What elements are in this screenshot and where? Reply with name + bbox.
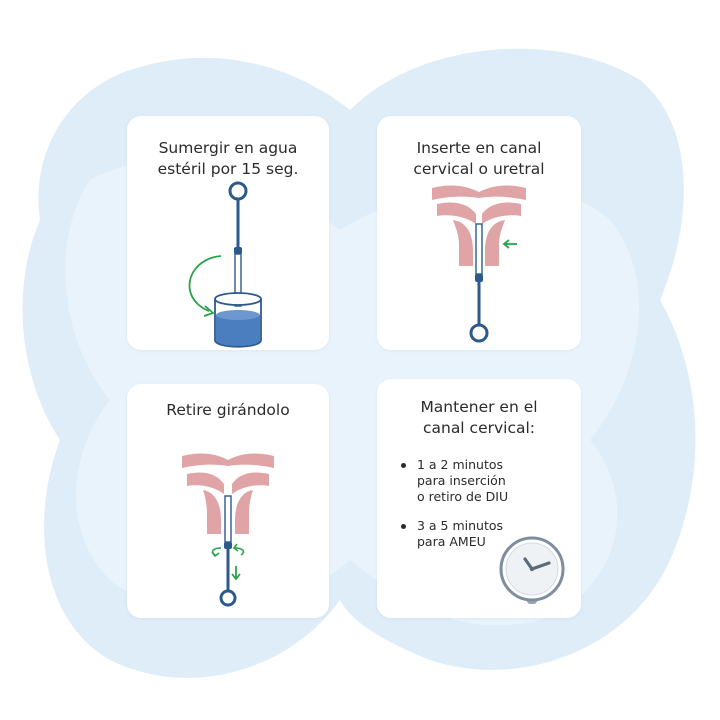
list-item: 1 a 2 minutos para inserción o retiro de… — [399, 457, 559, 505]
instrument-ring — [228, 181, 248, 201]
step-title-line2: estéril por 15 seg. — [157, 160, 299, 178]
beaker-water — [216, 314, 260, 346]
rotate-icon — [211, 543, 245, 558]
arrow-down-head — [231, 573, 241, 581]
step-title-line1: Inserte en canal — [416, 139, 542, 157]
water-surface — [216, 310, 260, 320]
remove-illustration — [182, 453, 274, 607]
beaker-rim — [214, 292, 262, 306]
instrument-sheath — [234, 253, 242, 307]
insert-illustration — [432, 185, 526, 343]
instrument-joint — [234, 247, 242, 254]
instrument-sheath — [224, 495, 232, 543]
instrument-ring — [469, 323, 489, 343]
cervix-tissue-upper — [437, 202, 521, 224]
bullet-line: o retiro de DIU — [417, 489, 509, 504]
instrument-sheath — [475, 223, 483, 275]
bullet-line: 3 a 5 minutos — [417, 518, 504, 533]
cervical-canal-tissue — [203, 490, 253, 534]
duration-list: 1 a 2 minutos para inserción o retiro de… — [399, 457, 559, 563]
step-title: Mantener en el canal cervical: — [397, 397, 561, 439]
step-title: Inserte en canal cervical o uretral — [377, 138, 581, 180]
step-card-immerse: Sumergir en agua estéril por 15 seg. — [127, 116, 329, 350]
cervical-canal-tissue — [453, 220, 505, 266]
step-card-insert: Inserte en canal cervical o uretral — [377, 116, 581, 350]
arrow-left-head — [502, 239, 510, 249]
clock-icon — [499, 536, 565, 604]
step-title: Retire girándolo — [127, 400, 329, 421]
step-card-remove: Retire girándolo — [127, 384, 329, 618]
cervix-tissue-top — [182, 453, 274, 468]
bullet-line: para AMEU — [417, 534, 486, 549]
list-item: 3 a 5 minutos para AMEU — [399, 518, 559, 550]
instrument-joint — [224, 542, 232, 549]
step-title-line2: canal cervical: — [422, 419, 536, 437]
cervix-tissue-top — [432, 185, 526, 200]
bullet-dot — [401, 524, 406, 529]
step-title-line1: Retire girándolo — [166, 401, 290, 419]
clock-hand-minute — [530, 561, 551, 571]
bullet-line: para inserción — [417, 473, 506, 488]
curved-arrow-head — [203, 305, 215, 317]
clock-illustration — [499, 536, 565, 604]
instrument-joint — [475, 274, 483, 282]
bullet-line: 1 a 2 minutos — [417, 457, 504, 472]
clock-center — [529, 566, 535, 572]
curved-arrow-icon — [188, 255, 222, 312]
immerse-illustration — [188, 181, 262, 348]
instrument-ring — [219, 589, 237, 607]
step-card-hold: Mantener en el canal cervical: 1 a 2 min… — [377, 379, 581, 618]
bullet-dot — [401, 463, 406, 468]
beaker-body — [214, 299, 262, 348]
step-title-line1: Sumergir en agua — [158, 139, 298, 157]
step-title: Sumergir en agua estéril por 15 seg. — [127, 138, 329, 180]
step-title-line1: Mantener en el — [420, 398, 538, 416]
cervix-tissue-upper — [187, 472, 269, 494]
step-title-line2: cervical o uretral — [413, 160, 545, 178]
